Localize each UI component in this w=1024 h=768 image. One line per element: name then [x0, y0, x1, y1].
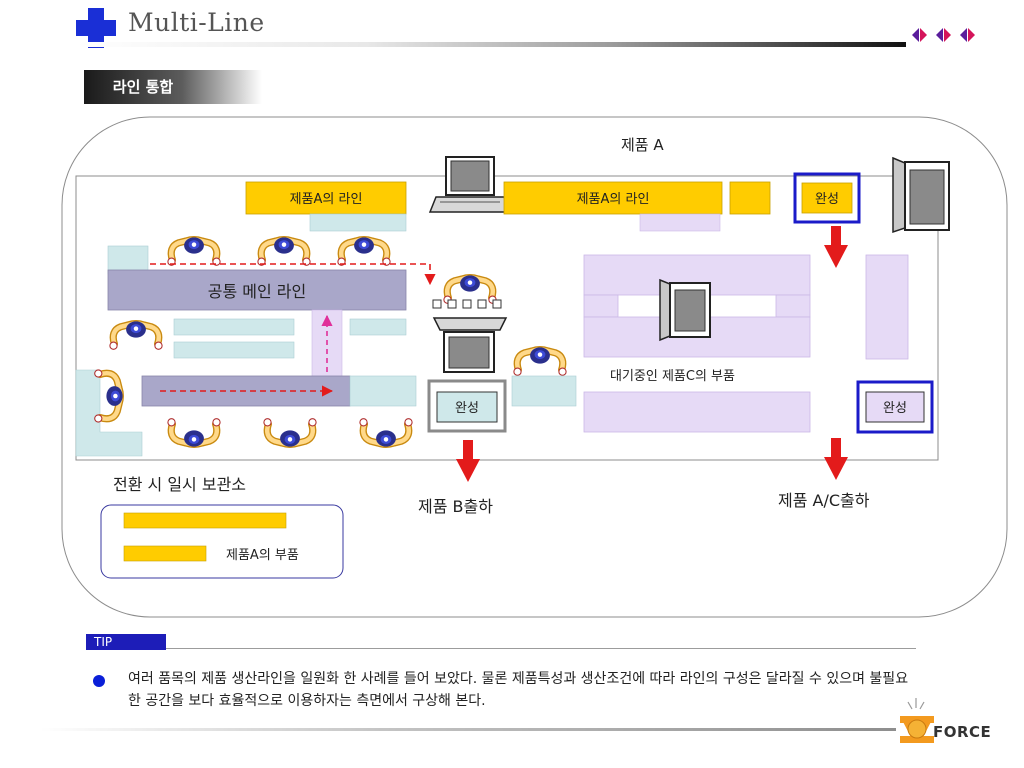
cyan-block-right-of-lower-line — [349, 375, 417, 407]
waiting-c-label: 대기중인 제품C의 부품 — [610, 369, 735, 384]
slide-title: Multi-Line — [128, 8, 265, 37]
done-top-frame — [793, 172, 861, 224]
section-tab — [84, 70, 262, 104]
ship-ac-label: 제품 A/C출하 — [778, 491, 870, 510]
main-line-label: 공통 메인 라인 — [208, 282, 307, 301]
flow-path-top — [150, 263, 436, 286]
main-line-block — [107, 269, 407, 311]
header-divider — [76, 42, 906, 47]
tip-divider — [166, 648, 916, 649]
force-logo — [900, 698, 934, 743]
done-right-frame — [856, 380, 934, 434]
laptop-icon-center — [432, 317, 508, 373]
section-label: 라인 통합 — [112, 78, 174, 96]
cyan-block-left-top — [107, 245, 149, 275]
red-arrow-down-right — [824, 438, 848, 480]
title-cross-icon — [76, 8, 116, 48]
conveyor-boxes — [432, 299, 502, 309]
line-a-right-block — [503, 181, 723, 215]
waiting-c-lower-block — [583, 391, 811, 433]
navigation-arrows-icon — [912, 28, 975, 42]
purple-under-line-a-right — [639, 213, 721, 232]
line-a-right-label: 제품A의 라인 — [577, 192, 650, 207]
storage-yellow-bar — [123, 512, 287, 529]
monitor-icon-top-right — [892, 156, 950, 234]
cyan-under-line-a-left — [309, 213, 407, 232]
cyan-strip — [349, 318, 407, 336]
line-integration-diagram: 제품 A 제품A의 라인 제품A의 라인 완성 공통 메인 라인 — [61, 116, 1008, 618]
laptop-icon-top — [428, 156, 512, 213]
cyan-strip — [173, 341, 295, 359]
cyan-block-center-right — [511, 375, 577, 407]
done-center-frame — [427, 379, 507, 433]
storage-title: 전환 시 일시 보관소 — [113, 475, 246, 494]
line-a-left-label: 제품A의 라인 — [290, 192, 363, 207]
small-yellow-block — [729, 181, 771, 215]
product-a-label: 제품 A — [621, 136, 664, 154]
monitor-icon-center — [659, 278, 711, 342]
storage-legend-label: 제품A의 부품 — [226, 548, 299, 563]
line-a-left-block — [245, 181, 407, 215]
storage-legend-swatch — [123, 545, 207, 562]
done-top-block — [801, 182, 853, 214]
red-arrow-down-top-right — [824, 226, 848, 268]
outer-frame — [61, 116, 1008, 618]
ship-b-label: 제품 B출하 — [418, 497, 493, 516]
footer-divider — [40, 728, 896, 731]
done-right-label: 완성 — [883, 401, 907, 416]
red-arrow-down-center — [456, 440, 480, 482]
purple-block-right — [865, 254, 909, 360]
done-center-label: 완성 — [455, 401, 479, 416]
force-logo-text: FORCE — [933, 723, 992, 741]
done-right-block — [865, 391, 925, 423]
tip-label: TIP — [86, 634, 166, 650]
tip-bullet-icon — [93, 675, 105, 687]
tip-text: 여러 품목의 제품 생산라인을 일원화 한 사례를 들어 보았다. 물론 제품특… — [128, 671, 909, 709]
cyan-strip — [173, 318, 295, 336]
done-top-label: 완성 — [815, 192, 839, 207]
done-center-block — [436, 391, 498, 423]
